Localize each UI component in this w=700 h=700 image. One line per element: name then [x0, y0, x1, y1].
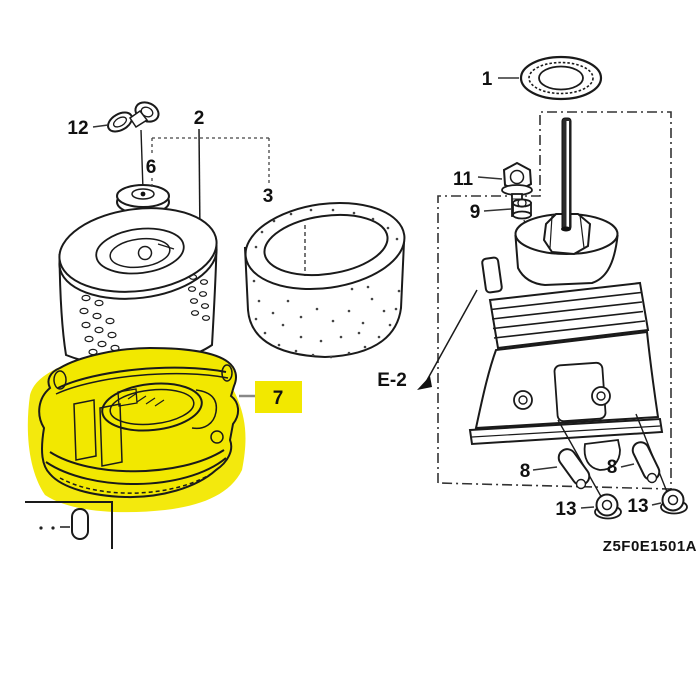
- housing-outline: [38, 346, 239, 499]
- callout-13a[interactable]: 13: [555, 499, 576, 520]
- callout-6[interactable]: 6: [146, 157, 157, 178]
- flange-nut-art: [594, 488, 688, 520]
- section-ref-label[interactable]: E-2: [377, 370, 407, 391]
- callout-7[interactable]: 7: [273, 388, 284, 409]
- foam-filter-art: [243, 201, 406, 359]
- callout-9[interactable]: 9: [470, 202, 481, 223]
- callout-12[interactable]: 12: [67, 118, 88, 139]
- carburetor-assembly-art: [468, 117, 670, 501]
- spacer-art: [557, 441, 661, 490]
- pin-inset: [25, 501, 113, 549]
- housing-highlighted-art: [27, 346, 246, 513]
- diagram-code: Z5F0E1501A: [603, 538, 697, 555]
- callout-13b[interactable]: 13: [627, 496, 648, 517]
- section-pointer: [417, 289, 478, 390]
- wing-nut-art: [107, 101, 160, 191]
- callout-1[interactable]: 1: [482, 69, 493, 90]
- callout-8b[interactable]: 8: [607, 457, 618, 478]
- callout-bracket: [151, 137, 270, 188]
- foam-stipple: [252, 208, 401, 359]
- part7-highlight-box[interactable]: [255, 381, 302, 413]
- leader-lines: [92, 77, 662, 509]
- callout-2[interactable]: 2: [194, 108, 205, 129]
- seal-ring-art: [519, 55, 603, 101]
- callout-8a[interactable]: 8: [520, 461, 531, 482]
- callout-11[interactable]: 11: [453, 169, 474, 190]
- callout-3[interactable]: 3: [263, 186, 274, 207]
- air-filter-element-art: [58, 207, 218, 367]
